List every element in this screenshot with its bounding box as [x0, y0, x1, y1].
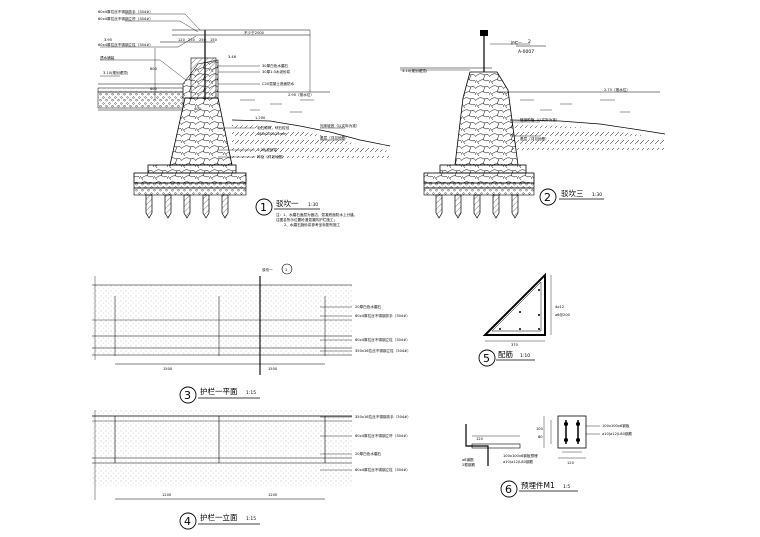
dim-e: 不少于2000 [244, 30, 265, 35]
label-elev-low: 1.200 [255, 116, 266, 120]
section-4-detail: 1200 1200 350x16拉丝不锈钢扶手（304#） 60x4厚拉丝不锈钢… [92, 410, 411, 530]
dim-c: 250 [199, 38, 207, 42]
section-6-anchor: ⌀10(⌀12)L80钢筋 [503, 459, 533, 464]
section-6-dim-d: 80 [538, 435, 543, 439]
label-gravel: 碎石（详见地基） [257, 154, 286, 159]
section-5-width: 370 [511, 343, 519, 347]
label-riverbed: 河床坡底（以实际为准） [320, 123, 360, 128]
section-2-rail-tag: 护栏一 [511, 40, 522, 45]
section-3-label-3: 60x4厚拉丝不锈钢立柱（304#） [355, 337, 410, 342]
section-5-title-text: 配筋 [498, 349, 513, 359]
label-riprap: 480x200x25mm [257, 132, 287, 136]
label-bedrock: 毛石砌筑，块石粒径 [257, 125, 290, 130]
section-2-number: 2 [544, 191, 551, 204]
section-3-label-1: 20厚白色水磨石 [355, 304, 382, 309]
label-elev-mid: 3.46 [228, 55, 237, 59]
section-3-dim-2: 1500 [268, 367, 278, 371]
section-4-label-4: 60x4厚拉丝不锈钢立柱（304#） [355, 467, 410, 472]
label-waterproof: C20混凝土底面防水 [262, 81, 295, 86]
section-6-dim-a: 120 [476, 437, 484, 441]
section-6-left-note: ⌀6钢筋 [462, 457, 474, 462]
section-4-number: 4 [184, 515, 191, 528]
label-elev-base: 3.10(规划堤顶) [103, 70, 129, 75]
label-rail-top: 60x4厚拉丝不锈钢扶手（304#） [98, 9, 153, 14]
section-6-left-note2: 2根钢筋 [462, 462, 475, 467]
label-mortar: 30厚1:3水泥砂浆 [262, 69, 291, 74]
section-5-title: 5 配筋 1:10 [478, 349, 535, 367]
section-2-gravel: 基层（详见地基） [520, 136, 549, 141]
section-3-tag: 驳坎一 [262, 267, 273, 272]
dim-d: 150 [210, 38, 218, 42]
section-5-detail: 370 4⌀12 ⌀6@200 5 配筋 1:10 [478, 272, 571, 367]
label-rail-mid: 60x4厚拉丝不锈钢立柱（304#） [98, 42, 153, 47]
section-1-note-3: 2、水磨石施砂浆参考坐标配布施工 [284, 222, 341, 227]
section-3-tag-num: 1 [285, 268, 287, 272]
section-2-water-level: 2.75（常水位） [604, 87, 630, 92]
section-6-dim-c: 120 [567, 461, 575, 465]
section-4-label-1: 350x16拉丝不锈钢扶手（304#） [355, 414, 411, 419]
section-3-title-text: 护栏一平面 [200, 386, 238, 396]
section-2-detail: 护栏一 2 A-0007 3.10(规划堤顶) 2.75（常水位） 植被种植（以… [400, 30, 666, 219]
section-1-note-1: 注：1、水磨石面层为嵌边，混凝底面防水上分缝， [276, 212, 357, 217]
label-elev-top: 3.95 [104, 38, 112, 42]
section-3-number: 3 [184, 389, 191, 402]
section-4-scale: 1:15 [246, 516, 256, 522]
section-2-bank: 植被种植（以实际为准） [520, 117, 560, 122]
section-3-label-4: 350x16拉丝不锈钢立柱（304#） [355, 348, 411, 353]
dim-a: 120 [178, 38, 186, 42]
section-3-label-2: 60x4厚拉丝不锈钢扶手（304#） [355, 313, 410, 318]
dim-h: 400 [194, 107, 202, 111]
section-2-title: 2 驳坎三 1:30 [539, 188, 604, 206]
section-5-number: 5 [483, 352, 490, 365]
section-4-title-text: 护栏一立面 [200, 512, 238, 522]
section-1-title: 1 驳坎一 1:30 注：1、水磨石面层为嵌边，混凝底面防水上分缝， 往图名所示… [255, 198, 357, 227]
label-base-layer: 1:3水泥砂浆 [257, 147, 278, 152]
section-5-rebar: ⌀6@200 [555, 313, 571, 317]
section-3-scale: 1:15 [246, 390, 256, 396]
section-4-dim-1: 1200 [162, 493, 172, 497]
section-2-rail-sheet: A-0007 [518, 49, 534, 55]
section-6-detail: 120 ⌀6钢筋 2根钢筋 100x100x6钢板预埋 ⌀10(⌀12)L80钢… [462, 415, 632, 498]
label-water-level: 2.90（常水位） [288, 92, 314, 97]
section-2-rail-ref: 2 [528, 39, 531, 45]
section-3-detail: 1500 1500 20厚白色水磨石 60x4厚拉丝不锈钢扶手（304#） 60… [92, 263, 411, 404]
section-1-detail: 60x4厚拉丝不锈钢扶手（304#） 60x4厚拉丝不锈钢立杆（304#） 60… [97, 9, 391, 227]
section-5-scale: 1:10 [520, 353, 530, 359]
section-3-dim-1: 1500 [163, 367, 173, 371]
section-6-dim-b: 100 [536, 427, 544, 431]
label-terrazzo: 30厚白色水磨石 [262, 63, 289, 68]
dim-f: 600 [150, 67, 158, 71]
section-4-title: 4 护栏一立面 1:15 [179, 512, 260, 530]
section-1-note-2: 往图名所示位置砼灌混凝防护栏施工； [276, 217, 337, 222]
section-2-scale: 1:30 [592, 192, 602, 198]
section-6-number: 6 [505, 483, 512, 496]
section-2-title-text: 驳坎三 [561, 188, 584, 198]
section-4-label-3: 20厚白色水磨石 [355, 451, 382, 456]
section-6-plate: 100x100x6钢板预埋 [503, 453, 538, 458]
section-3-title: 3 护栏一平面 1:15 [179, 386, 260, 404]
section-6-scale: 1:5 [563, 484, 570, 490]
section-4-label-2: 60x4厚拉丝不锈钢立杆（304#） [355, 433, 410, 438]
section-6-rebar2: ⌀10(⌀12)L80钢筋 [602, 431, 632, 436]
section-1-labels: 60x4厚拉丝不锈钢扶手（304#） 60x4厚拉丝不锈钢立杆（304#） 60… [98, 9, 360, 159]
section-1-number: 1 [260, 201, 267, 214]
section-4-dim-2: 1200 [268, 493, 278, 497]
label-paving: 透水铺装 [100, 55, 115, 60]
section-1-number-circle [255, 198, 273, 216]
section-6-plate2: 100x100x6钢板 [602, 423, 630, 428]
section-6-title: 6 预埋件M1 1:5 [500, 480, 578, 498]
section-1-title-text: 驳坎一 [276, 198, 299, 208]
label-pile: 基层（详见地基） [320, 135, 349, 140]
section-1-scale: 1:30 [308, 202, 318, 208]
section-6-title-text: 预埋件M1 [521, 480, 555, 490]
dim-b: 250 [188, 38, 196, 42]
section-2-top-elev: 3.10(规划堤顶) [402, 68, 428, 73]
dim-g: 600 [150, 87, 158, 91]
label-rail-post: 60x4厚拉丝不锈钢立杆（304#） [98, 16, 153, 21]
section-5-height: 4⌀12 [555, 305, 564, 309]
